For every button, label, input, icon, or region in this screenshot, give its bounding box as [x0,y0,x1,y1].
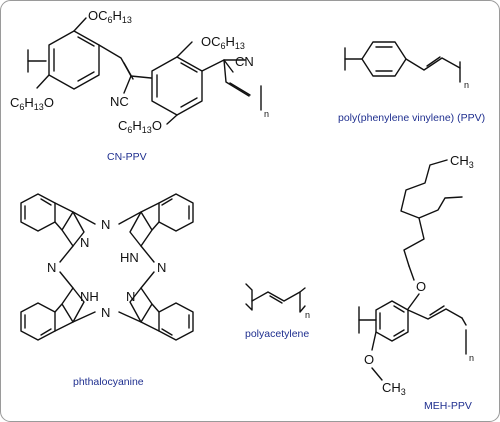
polyacetylene-structure: n [245,283,310,320]
phthalocyanine-hn-inner: HN [120,250,139,265]
cn-ppv-oc6h13-right: OC6H13 [201,34,245,51]
meh-ppv-structure: CH3 O n O CH3 [358,153,474,397]
polyacetylene-subscript-n: n [305,310,310,320]
phthalocyanine-n-top: N [101,217,110,232]
meh-ppv-o-upper: O [416,279,426,294]
meh-ppv-subscript-n: n [469,353,474,363]
cn-ppv-nc-label: NC [110,94,129,109]
cn-ppv-subscript-n: n [264,109,269,119]
caption-phthalocyanine: phthalocyanine [73,376,144,388]
phthalocyanine-structure: N N N N N HN NH N [20,193,194,341]
meh-ppv-ch3-top: CH3 [450,153,474,170]
cn-ppv-cn-label: CN [235,54,254,69]
meh-ppv-ch3-bottom: CH3 [382,380,406,397]
phthalocyanine-n-inner-left: N [80,235,89,250]
phthalocyanine-n-inner-right: N [126,289,135,304]
cn-ppv-c6h13o-bottom: C6H13O [118,118,162,135]
meh-ppv-o-lower: O [364,352,374,367]
caption-polyacetylene: polyacetylene [245,328,309,340]
caption-ppv: poly(phenylene vinylene) (PPV) [338,112,485,124]
ppv-structure: n [344,41,469,90]
cn-ppv-oc6h13-top: OC6H13 [88,8,132,25]
caption-cn-ppv: CN-PPV [107,151,147,163]
cn-ppv-c6h13o-left: C6H13O [10,95,54,112]
ppv-subscript-n: n [464,80,469,90]
phthalocyanine-n-bottom: N [101,305,110,320]
phthalocyanine-n-right: N [157,260,166,275]
phthalocyanine-n-left: N [47,260,56,275]
ppv-ring [361,41,407,77]
cn-ppv-structure: OC6H13 C6H13O NC OC6H13 CN C6H13O n [10,8,269,135]
phthalocyanine-nh-inner: NH [80,289,99,304]
caption-meh-ppv: MEH-PPV [424,400,472,412]
